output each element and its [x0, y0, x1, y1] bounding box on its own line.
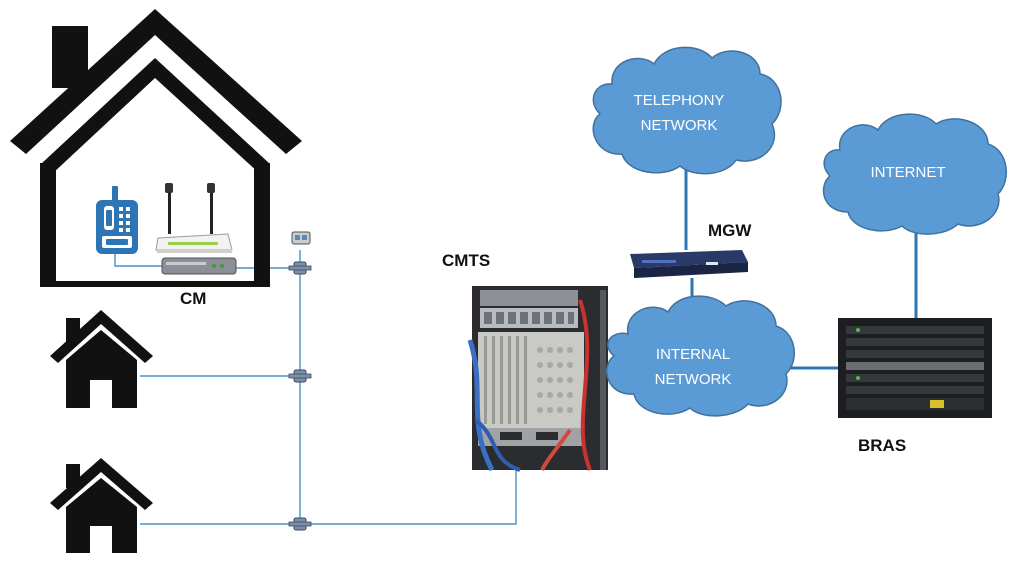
cm-label: CM: [180, 289, 207, 308]
cmts-label: CMTS: [442, 251, 491, 270]
house-icon: [50, 458, 153, 553]
house-icon: [50, 310, 153, 408]
coax-splitter-icon: [288, 517, 312, 531]
telephony-cloud-label-2: NETWORK: [641, 117, 718, 134]
coax-to-cmts: [300, 470, 517, 525]
coax-splitter-icon: [288, 369, 312, 383]
cable-modem-icon: [161, 257, 237, 275]
bras-chassis-icon: [838, 318, 992, 418]
cordless-phone-icon: [96, 186, 138, 254]
wifi-router-icon: [155, 183, 233, 253]
mgw-label: MGW: [708, 221, 752, 240]
internal-cloud-label-1: INTERNAL: [656, 346, 730, 363]
bras-label: BRAS: [858, 436, 907, 455]
telephony-cloud-label-1: TELEPHONY: [634, 92, 725, 109]
coax-splitter-icon: [288, 261, 312, 275]
media-gateway-icon: [630, 250, 748, 278]
internal-network-cloud: INTERNAL NETWORK: [605, 295, 795, 417]
internet-cloud-label: INTERNET: [871, 164, 946, 181]
internal-cloud-label-2: NETWORK: [655, 371, 732, 388]
cmts-rack-icon: [467, 286, 608, 472]
internet-cloud: INTERNET: [822, 113, 1007, 235]
telephony-network-cloud: TELEPHONY NETWORK: [592, 46, 782, 175]
coax-splitter-icon: [291, 231, 311, 245]
house-outline-icon: [10, 9, 302, 287]
